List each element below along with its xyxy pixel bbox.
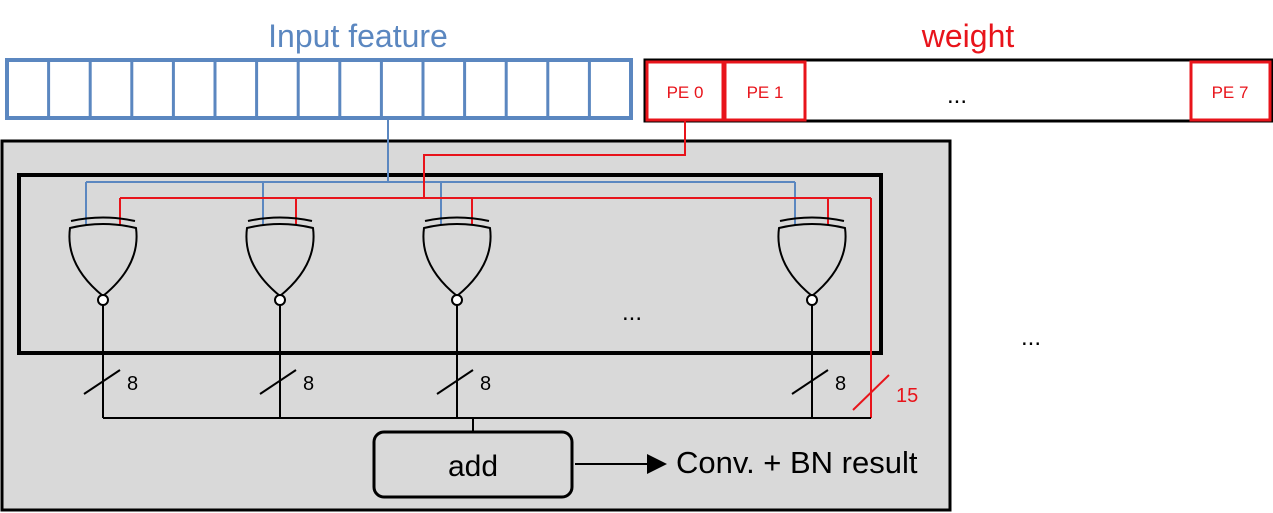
pe7-label: PE 7 xyxy=(1212,83,1249,102)
weight-label: weight xyxy=(921,18,1015,54)
weight-buffer: PE 0 PE 1 PE 7 ... xyxy=(643,58,1273,123)
weight-ellipsis: ... xyxy=(947,82,967,109)
sum-bus xyxy=(103,417,871,432)
pe0-weight-slot xyxy=(645,60,725,122)
bus-width-label-2: 8 xyxy=(303,373,314,395)
pe1-label: PE 1 xyxy=(747,83,784,102)
result-label: Conv. + BN result xyxy=(676,445,918,480)
bus-width-label-4: 8 xyxy=(835,373,846,395)
weight-wires xyxy=(119,121,872,418)
pe7-weight-slot xyxy=(1189,60,1272,122)
bus-width-label-1: 8 xyxy=(127,373,138,395)
adder-block xyxy=(372,430,574,499)
xnor-ellipsis: ... xyxy=(622,299,642,326)
input-feature-label: Input feature xyxy=(268,18,448,54)
xnor-array-box xyxy=(17,173,883,355)
pe0-label: PE 0 xyxy=(667,83,704,102)
pe1-weight-slot xyxy=(723,60,807,122)
weight-bus-width-label: 15 xyxy=(896,385,918,407)
adder-label: add xyxy=(448,450,498,483)
bus-width-marks xyxy=(83,369,829,395)
input-feature-buffer xyxy=(5,58,633,120)
bus-width-label-3: 8 xyxy=(480,373,491,395)
pe-ellipsis: ... xyxy=(1021,324,1041,351)
weight-bus-width-mark xyxy=(852,374,890,411)
